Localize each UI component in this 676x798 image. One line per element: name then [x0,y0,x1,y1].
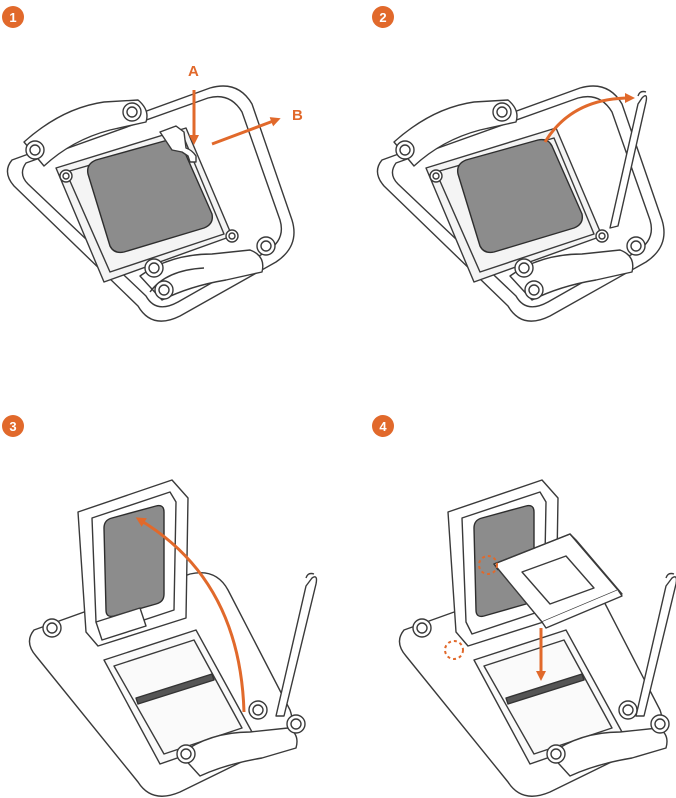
panel-2-lever-raised [377,86,664,321]
panel-3-load-plate-open [29,480,316,796]
panel-4-cpu-insert [399,480,676,796]
panel-1-socket-closed [7,86,294,321]
